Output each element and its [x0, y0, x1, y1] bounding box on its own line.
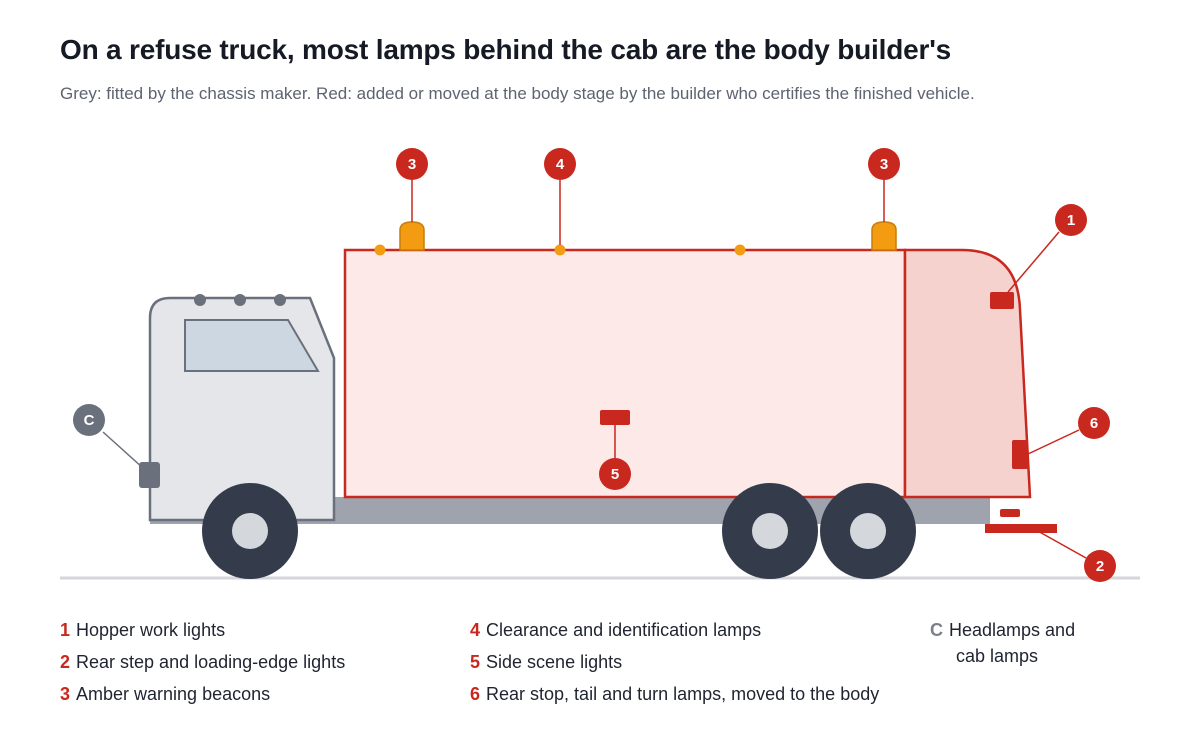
hopper-work-light [990, 292, 1014, 309]
clearance-lamp [734, 244, 746, 256]
svg-text:3: 3 [880, 156, 888, 173]
legend-label: Hopper work lights [76, 620, 226, 640]
legend-key: 5 [470, 652, 481, 672]
side-scene-light [600, 410, 630, 425]
svg-text:4: 4 [556, 156, 565, 173]
rear-step [985, 524, 1057, 533]
svg-text:1: 1 [1067, 212, 1075, 229]
legend-label: Rear stop, tail and turn lamps, moved to… [486, 684, 880, 704]
legend-key: 2 [60, 652, 71, 672]
svg-text:3: 3 [408, 156, 416, 173]
wheel-rear-1 [722, 483, 818, 579]
rear-stop-lamp [1012, 440, 1028, 469]
badge-3-rear: 3 [868, 148, 900, 180]
badge-1: 1 [1055, 204, 1087, 236]
legend-label: Clearance and identification lamps [486, 620, 762, 640]
legend-key: 6 [470, 684, 481, 704]
leader-line [1007, 231, 1060, 293]
legend-label: Rear step and loading-edge lights [76, 652, 346, 672]
hopper [903, 248, 1032, 499]
svg-text:6: 6 [1090, 415, 1098, 432]
wheel-rear-2 [820, 483, 916, 579]
clearance-lamp [374, 244, 386, 256]
badge-2: 2 [1084, 550, 1116, 582]
cab-roof-lamp [234, 294, 246, 306]
leader-line [102, 431, 144, 469]
refuse-body [343, 248, 907, 499]
chart-title: On a refuse truck, most lamps behind the… [60, 34, 952, 65]
beacon-rear [871, 221, 897, 251]
badge-5: 5 [599, 458, 631, 490]
svg-text:2: 2 [1096, 558, 1104, 575]
beacon-front [399, 221, 425, 251]
svg-text:C: C [84, 412, 95, 429]
badge-4: 4 [544, 148, 576, 180]
legend-label: Headlamps and [949, 620, 1076, 640]
legend-item-c: C Headlamps and cab lamps [930, 617, 1110, 669]
clearance-lamp [554, 244, 566, 256]
legend-key: 1 [60, 620, 71, 640]
cab-roof-lamp [274, 294, 286, 306]
badge-3-front: 3 [396, 148, 428, 180]
legend-label: Amber warning beacons [76, 684, 271, 704]
legend-key: 3 [60, 684, 71, 704]
leader-line [1027, 429, 1080, 455]
wheel-front [202, 483, 298, 579]
cab-window [184, 319, 320, 372]
svg-text:5: 5 [611, 466, 619, 483]
legend-label-continued: cab lamps [956, 646, 1039, 666]
legend-key: 4 [470, 620, 481, 640]
badge-c: C [73, 404, 105, 436]
legend-label: Side scene lights [486, 652, 623, 672]
leader-line [1035, 529, 1087, 559]
badge-6: 6 [1078, 407, 1110, 439]
headlamp [139, 462, 160, 488]
cab-roof-lamp [194, 294, 206, 306]
rear-step-light [1000, 509, 1020, 517]
legend-key: C [930, 620, 943, 640]
chart-subtitle: Grey: fitted by the chassis maker. Red: … [60, 84, 975, 103]
